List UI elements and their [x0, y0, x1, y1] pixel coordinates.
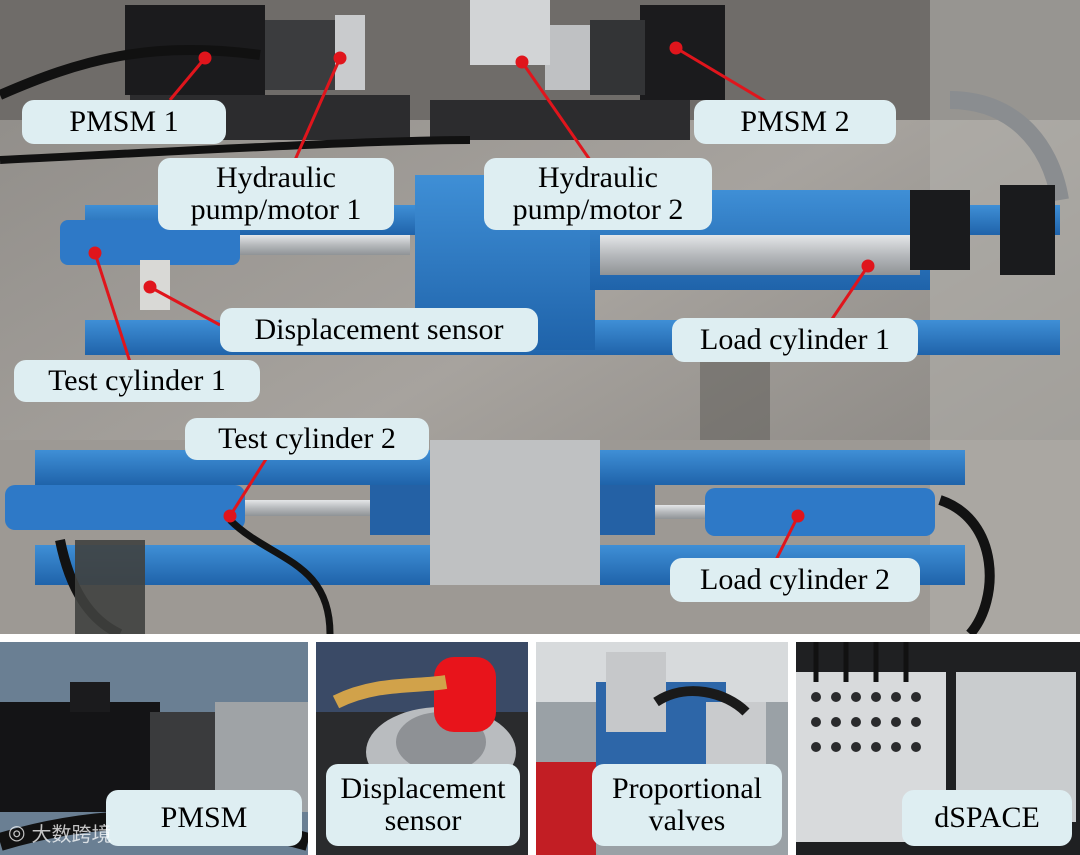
callout-dot-load1 — [861, 259, 875, 273]
label-test-cylinder-2: Test cylinder 2 — [185, 418, 429, 460]
callout-dot-test2 — [223, 509, 237, 523]
inset-photo-displacement-sensor: Displacement sensor — [316, 642, 528, 855]
label-pmsm1: PMSM 1 — [22, 100, 226, 144]
callout-pump1 — [293, 57, 342, 161]
callout-dot-pump1 — [333, 51, 347, 65]
watermark: ◎ 大数跨境 — [8, 815, 148, 849]
main-photo-drawing — [0, 0, 1080, 634]
callout-load1 — [828, 265, 870, 323]
callout-test1 — [93, 252, 132, 363]
label-displacement-sensor: Displacement sensor — [220, 308, 538, 352]
callout-test2 — [228, 455, 270, 517]
callout-dot-load2 — [791, 509, 805, 523]
label-hydraulic-pump-motor-2: Hydraulic pump/motor 2 — [484, 158, 712, 230]
watermark-logo-icon: ◎ — [8, 820, 26, 844]
callout-load2 — [773, 515, 800, 563]
inset-label-displacement-sensor: Displacement sensor — [326, 764, 520, 846]
watermark-text: 大数跨境 — [31, 821, 112, 846]
label-load-cylinder-2: Load cylinder 2 — [670, 558, 920, 602]
label-pmsm2: PMSM 2 — [694, 100, 896, 144]
inset-photo-proportional-valves: Proportional valves — [536, 642, 788, 855]
label-hydraulic-pump-motor-1: Hydraulic pump/motor 1 — [158, 158, 394, 230]
inset-photo-pmsm: PMSM — [0, 642, 308, 855]
callout-dot-test1 — [88, 246, 102, 260]
callout-dot-pmsm1 — [198, 51, 212, 65]
callout-dot-displacement — [143, 280, 157, 294]
label-test-cylinder-1: Test cylinder 1 — [14, 360, 260, 402]
callout-pmsm2 — [675, 46, 771, 106]
inset-label-dspace: dSPACE — [902, 790, 1072, 846]
inset-label-proportional-valves: Proportional valves — [592, 764, 782, 846]
inset-photo-dspace: dSPACE — [796, 642, 1080, 855]
callout-lines — [88, 41, 875, 563]
callout-dot-pmsm2 — [669, 41, 683, 55]
callout-pmsm1 — [168, 57, 207, 101]
callout-dot-pump2 — [515, 55, 529, 69]
inset-label-pmsm: PMSM — [106, 790, 302, 846]
main-test-rig-photo: PMSM 1 PMSM 2 Hydraulic pump/motor 1 Hyd… — [0, 0, 1080, 634]
callout-pump2 — [520, 61, 592, 161]
label-load-cylinder-1: Load cylinder 1 — [672, 318, 918, 362]
callout-displacement — [149, 285, 221, 327]
